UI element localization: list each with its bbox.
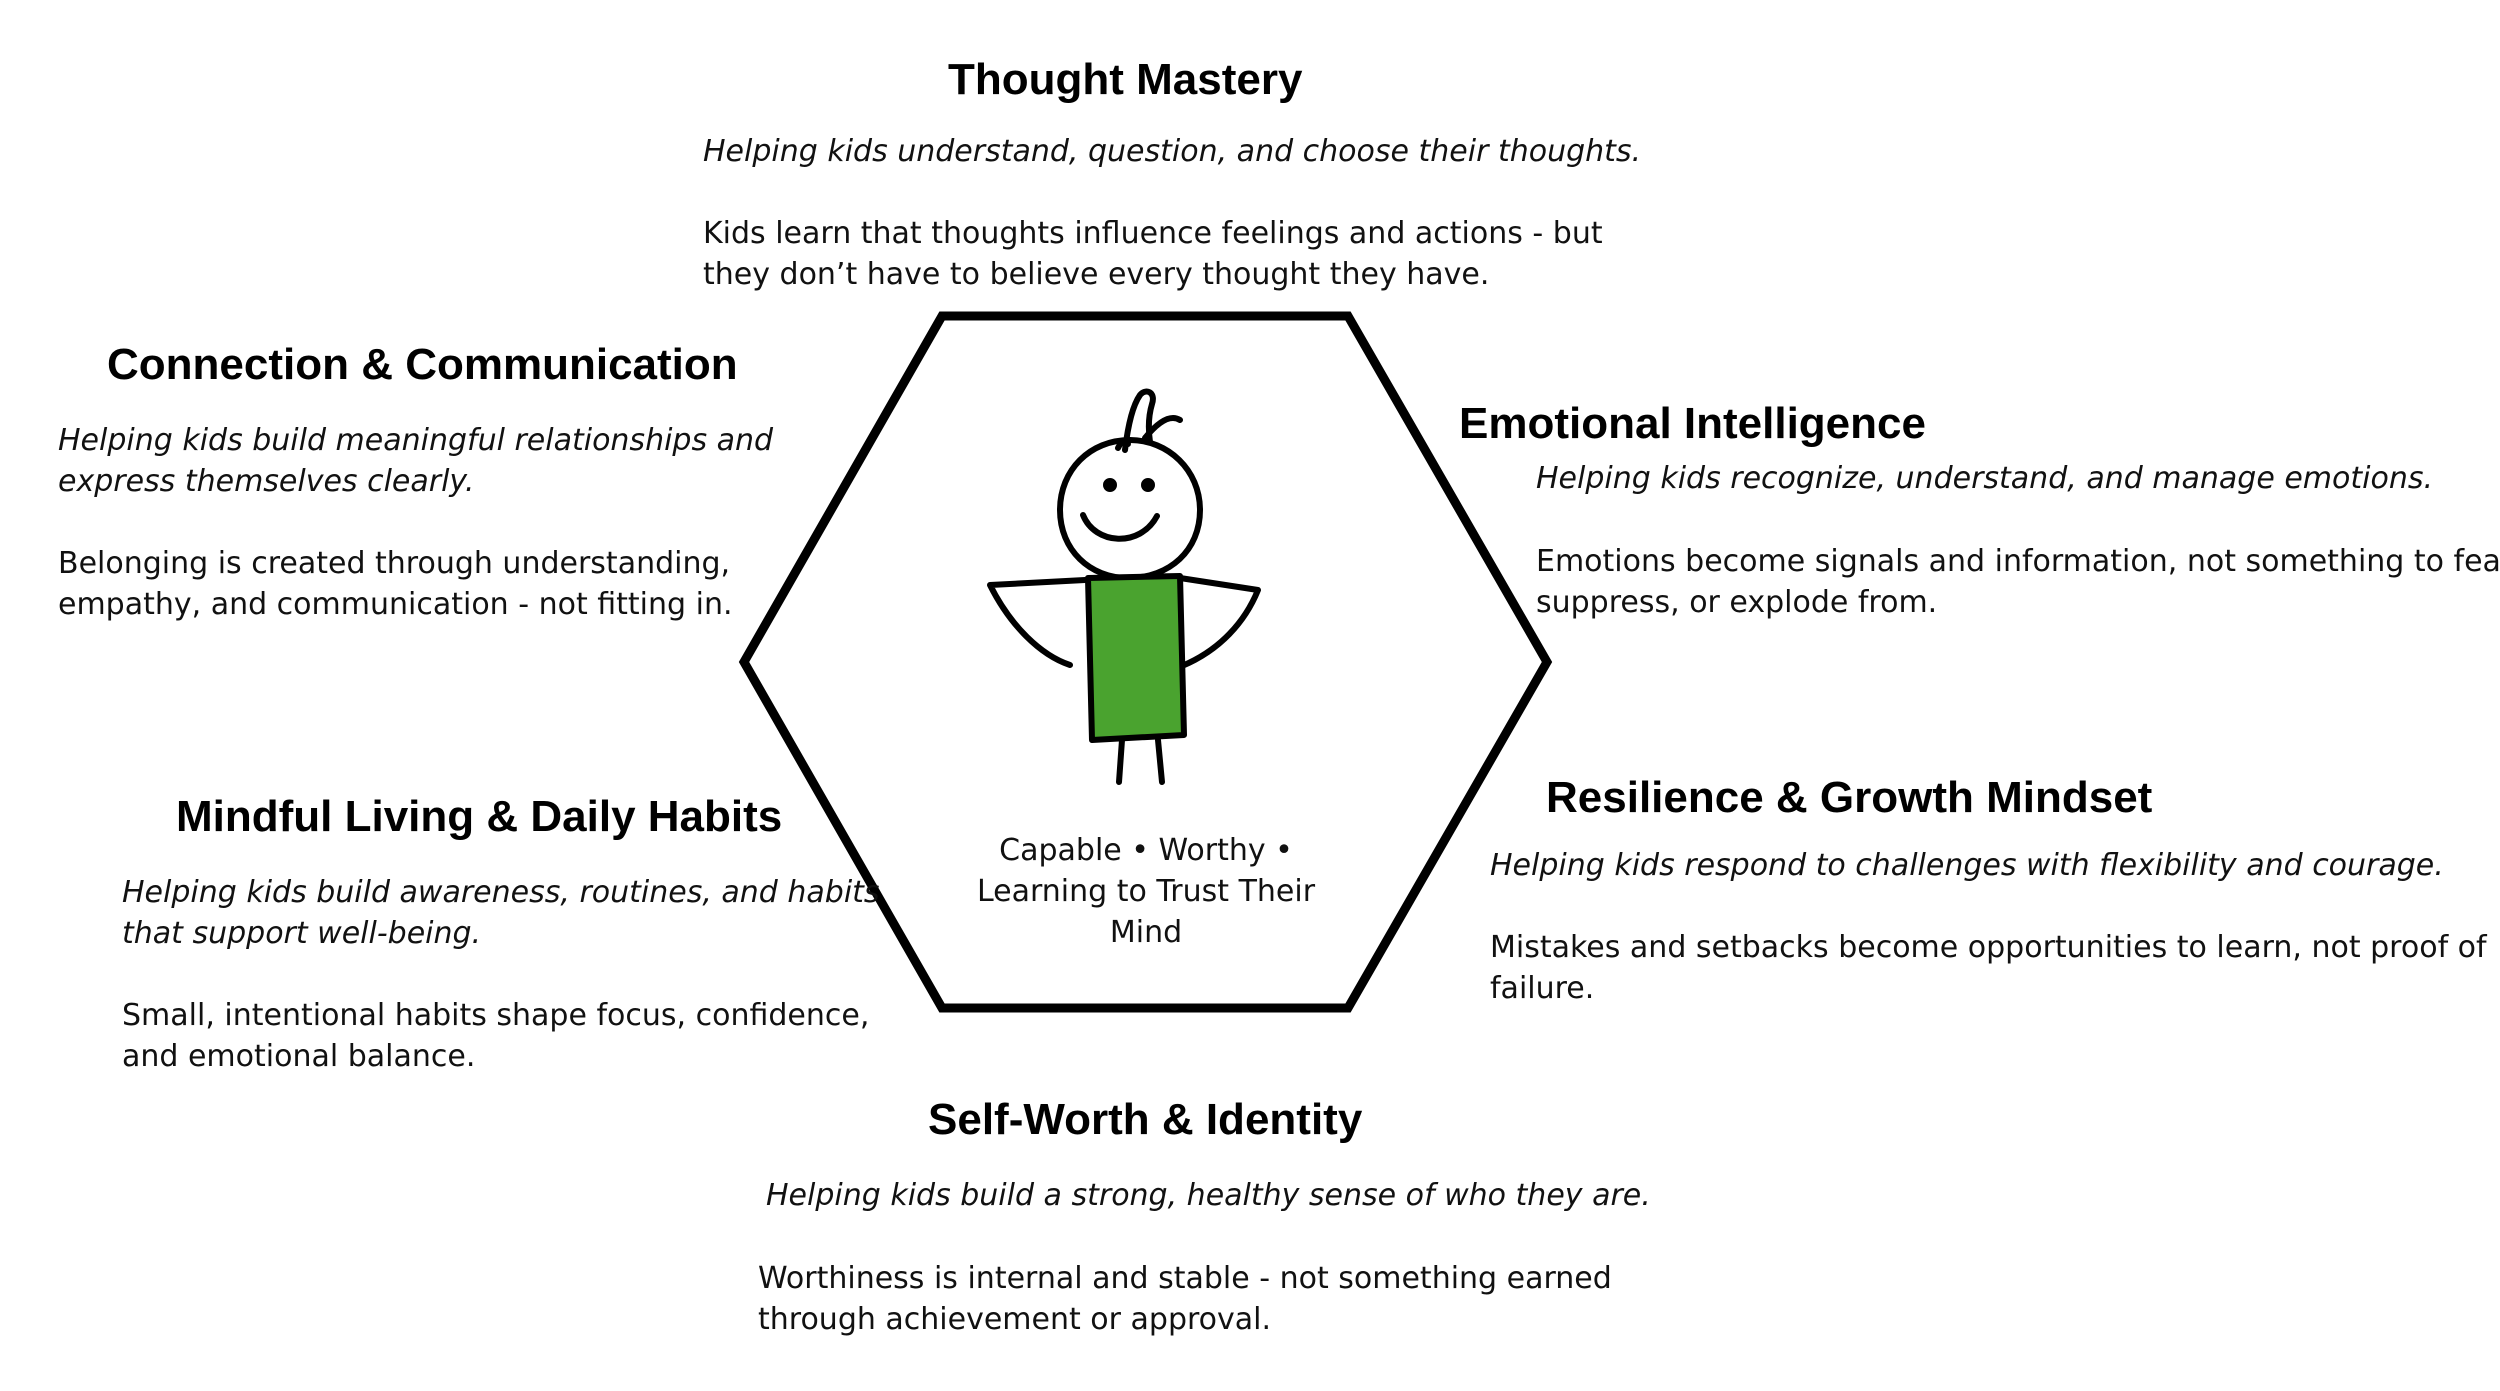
description-line: Mistakes and setbacks become opportuniti… — [1490, 927, 2487, 968]
section-tagline: Helping kids build a strong, healthy sen… — [766, 1175, 1651, 1216]
section-title: Resilience & Growth Mindset — [1546, 776, 2152, 820]
description-line: failure. — [1490, 968, 2487, 1009]
section-title: Connection & Communication — [107, 343, 738, 387]
section-description: Emotions become signals and information,… — [1536, 541, 2500, 623]
tagline-line: Helping kids build meaningful relationsh… — [58, 420, 773, 461]
description-line: Belonging is created through understandi… — [58, 543, 733, 584]
tagline-line: Helping kids understand, question, and c… — [703, 131, 1641, 172]
tagline-line: Helping kids respond to challenges with … — [1490, 845, 2444, 886]
tagline-line: Helping kids recognize, understand, and … — [1536, 458, 2433, 499]
center-caption-line: Capable • Worthy • — [950, 830, 1342, 871]
tagline-line: Helping kids build awareness, routines, … — [122, 872, 880, 913]
section-description: Worthiness is internal and stable - not … — [758, 1258, 1612, 1340]
section-title: Emotional Intelligence — [1459, 402, 1926, 446]
description-line: through achievement or approval. — [758, 1299, 1612, 1340]
tagline-line: express themselves clearly. — [58, 461, 773, 502]
section-description: Kids learn that thoughts influence feeli… — [703, 213, 1603, 295]
description-line: empathy, and communication - not fitting… — [58, 584, 733, 625]
section-title: Self-Worth & Identity — [928, 1098, 1362, 1142]
center-caption: Capable • Worthy • Learning to Trust The… — [950, 830, 1342, 953]
center-caption-line: Learning to Trust Their — [950, 871, 1342, 912]
section-description: Small, intentional habits shape focus, c… — [122, 995, 869, 1077]
description-line: they don’t have to believe every thought… — [703, 254, 1603, 295]
section-description: Belonging is created through understandi… — [58, 543, 733, 625]
description-line: suppress, or explode from. — [1536, 582, 2500, 623]
section-tagline: Helping kids build awareness, routines, … — [122, 872, 880, 954]
description-line: Kids learn that thoughts influence feeli… — [703, 213, 1603, 254]
description-line: and emotional balance. — [122, 1036, 869, 1077]
tagline-line: that support well-being. — [122, 913, 880, 954]
tagline-line: Helping kids build a strong, healthy sen… — [766, 1175, 1651, 1216]
center-caption-line: Mind — [950, 912, 1342, 953]
section-tagline: Helping kids build meaningful relationsh… — [58, 420, 773, 502]
section-title: Thought Mastery — [948, 58, 1302, 102]
description-line: Small, intentional habits shape focus, c… — [122, 995, 869, 1036]
section-tagline: Helping kids recognize, understand, and … — [1536, 458, 2433, 499]
description-line: Worthiness is internal and stable - not … — [758, 1258, 1612, 1299]
section-description: Mistakes and setbacks become opportuniti… — [1490, 927, 2487, 1009]
section-title: Mindful Living & Daily Habits — [176, 795, 782, 839]
section-tagline: Helping kids understand, question, and c… — [703, 131, 1641, 172]
figure-shirt — [1088, 576, 1184, 740]
description-line: Emotions become signals and information,… — [1536, 541, 2500, 582]
section-tagline: Helping kids respond to challenges with … — [1490, 845, 2444, 886]
